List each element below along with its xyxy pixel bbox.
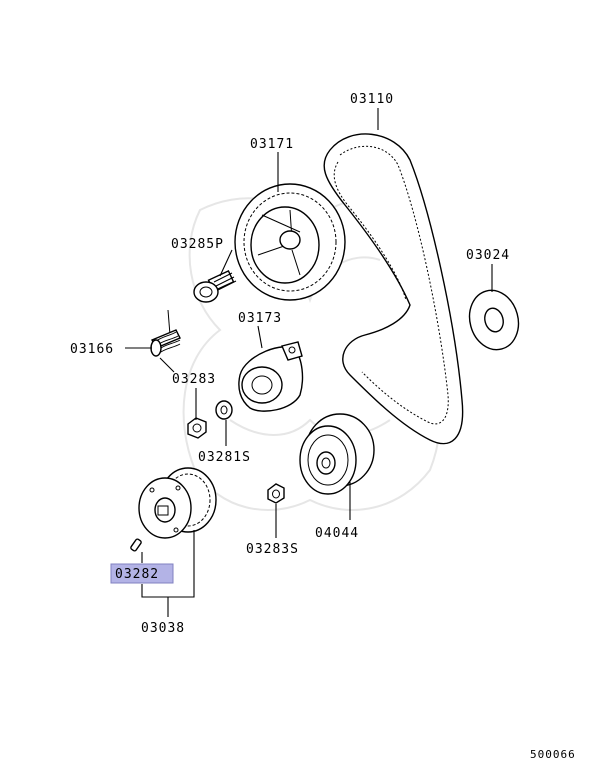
idler-pulley[interactable] xyxy=(299,413,375,495)
label-nut-03283[interactable]: 03283 xyxy=(172,372,216,387)
diagram-reference-code: 500066 xyxy=(530,748,576,761)
label-crankshaft-sprocket[interactable]: 03038 xyxy=(141,621,185,636)
label-sprocket-bolt[interactable]: 03285P xyxy=(171,237,224,252)
nut-03283s[interactable] xyxy=(267,483,285,504)
part-labels: 03110 03171 03285P 03024 03166 03173 032… xyxy=(70,92,510,636)
label-idler-pulley[interactable]: 04044 xyxy=(315,526,359,541)
label-washer-03281s[interactable]: 03281S xyxy=(198,450,251,465)
label-tensioner-spring[interactable]: 03166 xyxy=(70,342,114,357)
label-pin-highlight xyxy=(110,563,174,584)
label-camshaft-sprocket[interactable]: 03171 xyxy=(250,137,294,152)
label-nut-03283s[interactable]: 03283S xyxy=(246,542,299,557)
timing-belt[interactable] xyxy=(323,133,464,445)
washer-03024[interactable] xyxy=(463,285,525,355)
pin[interactable] xyxy=(130,538,142,552)
label-tensioner[interactable]: 03173 xyxy=(238,311,282,326)
crankshaft-sprocket[interactable] xyxy=(138,467,217,539)
label-pin[interactable]: 03282 xyxy=(115,567,159,582)
leader-lines xyxy=(125,108,493,617)
label-timing-belt[interactable]: 03110 xyxy=(350,92,394,107)
nut-03283[interactable] xyxy=(187,417,207,439)
camshaft-sprocket[interactable] xyxy=(234,183,346,301)
washer-03281s[interactable] xyxy=(215,400,233,420)
label-washer-03024[interactable]: 03024 xyxy=(466,248,510,263)
tensioner-spring[interactable] xyxy=(150,309,181,357)
sprocket-bolt[interactable] xyxy=(193,269,237,303)
tensioner[interactable] xyxy=(238,341,304,412)
